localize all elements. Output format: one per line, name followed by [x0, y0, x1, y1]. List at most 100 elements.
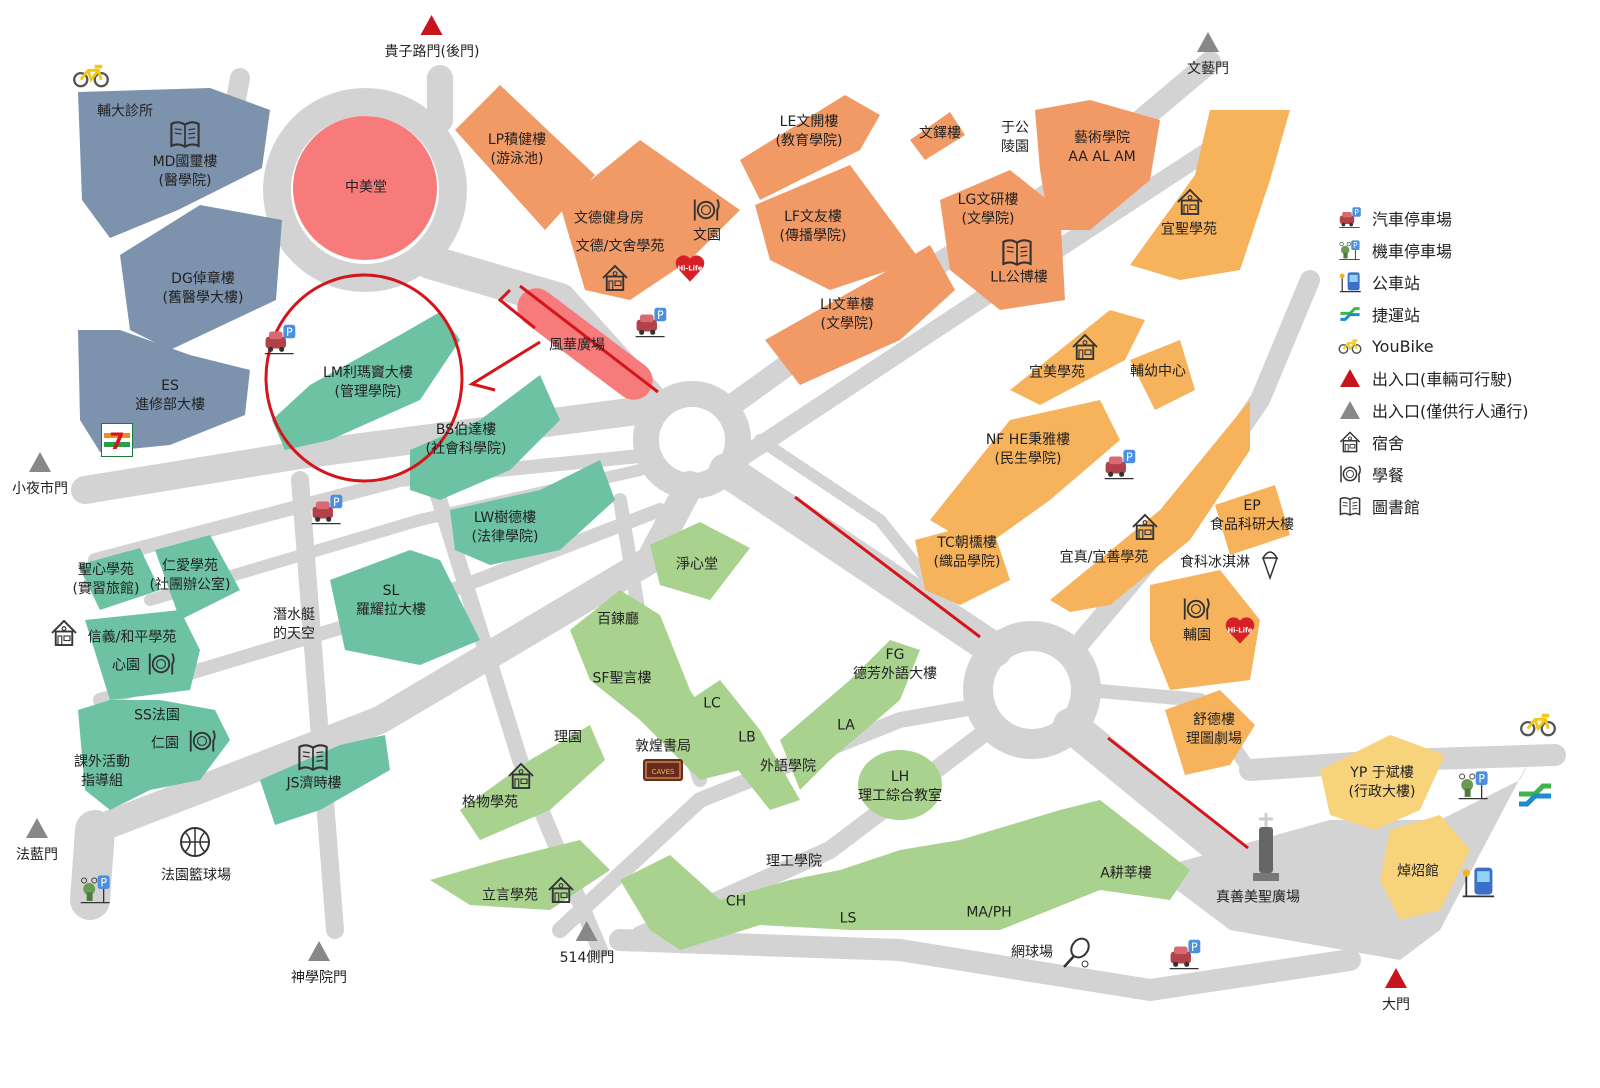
- gate-night-market[interactable]: 小夜市門: [12, 452, 68, 498]
- bus-stop-icon: [1338, 270, 1362, 294]
- label-lh[interactable]: LH 理工綜合教室: [858, 769, 942, 804]
- label-ice-cream[interactable]: 食科冰淇淋: [1180, 554, 1250, 571]
- label-jingxin[interactable]: 淨心堂: [676, 556, 718, 573]
- label-lc[interactable]: LC: [703, 695, 721, 712]
- label-shengxin[interactable]: 聖心學苑 (實習旅館): [72, 562, 140, 597]
- lm-building: [272, 312, 460, 450]
- label-gewu[interactable]: 格物學苑: [462, 794, 518, 811]
- dining-icon: [1181, 594, 1211, 624]
- red-triangle-icon: [1385, 968, 1407, 988]
- car-parking-icon[interactable]: [263, 323, 297, 357]
- label-chung-mei-hall[interactable]: 中美堂: [345, 179, 387, 196]
- seven-eleven-logo: 7: [101, 423, 133, 457]
- label-plaza[interactable]: 真善美聖廣場: [1216, 889, 1300, 906]
- label-wende-dorm[interactable]: 文德/文舍學苑: [575, 238, 665, 255]
- label-yu-cemetery[interactable]: 于公 陵園: [1001, 120, 1029, 155]
- label-yp[interactable]: YP 于斌樓 (行政大樓): [1348, 765, 1416, 800]
- gate-wenyi[interactable]: 文藝門: [1187, 32, 1229, 78]
- label-lp[interactable]: LP積健樓 (游泳池): [487, 132, 547, 167]
- science-building: [620, 800, 1190, 950]
- gate-falan[interactable]: 法藍門: [16, 818, 58, 864]
- label-ma-ph[interactable]: MA/PH: [966, 904, 1012, 921]
- label-liyan[interactable]: 立言學苑: [482, 887, 538, 904]
- legend-label: 機車停車場: [1372, 242, 1453, 261]
- label-es[interactable]: ES 進修部大樓: [135, 378, 205, 413]
- label-ch[interactable]: CH: [725, 893, 747, 910]
- car-parking-icon[interactable]: [310, 493, 344, 527]
- label-foreign-languages[interactable]: 外語學院: [760, 758, 816, 775]
- label-zhuozhao[interactable]: 焯炤館: [1397, 863, 1439, 880]
- label-xinyi[interactable]: 信義/和平學苑: [87, 629, 177, 646]
- label-caves-books[interactable]: 敦煌書局: [635, 738, 691, 755]
- scooter-parking-icon[interactable]: [1457, 768, 1491, 802]
- mrt-icon[interactable]: [1515, 780, 1555, 810]
- label-sl[interactable]: SL 羅耀拉大樓: [356, 583, 426, 618]
- label-lm[interactable]: LM利瑪竇大樓 (管理學院): [323, 365, 413, 400]
- label-basketball[interactable]: 法園籃球場: [161, 867, 231, 884]
- label-ep[interactable]: EP 食品科研大樓: [1210, 498, 1294, 533]
- label-arts[interactable]: 藝術學院 AA AL AM: [1068, 130, 1136, 165]
- label-yimei[interactable]: 宜美學苑: [1029, 364, 1085, 381]
- youbike-icon: [72, 61, 110, 89]
- label-ss[interactable]: SS法園: [134, 707, 180, 724]
- label-shude[interactable]: 舒德樓 理圖劇場: [1186, 712, 1242, 747]
- label-wenduo[interactable]: 文鐸樓: [919, 125, 961, 142]
- label-bs[interactable]: BS伯達樓 (社會科學院): [425, 422, 507, 457]
- label-yisheng[interactable]: 宜聖學苑: [1161, 221, 1217, 238]
- label-tennis[interactable]: 網球場: [1011, 944, 1053, 961]
- label-le[interactable]: LE文開樓 (教育學院): [775, 114, 843, 149]
- label-ren-yuan[interactable]: 仁園: [151, 735, 179, 752]
- label-lg[interactable]: LG文研樓 (文學院): [957, 192, 1019, 227]
- gate-guizi-road[interactable]: 貴子路門(後門): [385, 15, 479, 61]
- label-wen-yuan[interactable]: 文園: [693, 227, 721, 244]
- label-extracurricular[interactable]: 課外活動 指導組: [74, 754, 130, 789]
- gate-label: 大門: [1382, 997, 1410, 1013]
- bus-stop-icon[interactable]: [1460, 864, 1496, 900]
- sf-building: [570, 590, 740, 780]
- label-ls[interactable]: LS: [839, 910, 857, 927]
- label-fg[interactable]: FG 德芳外語大樓: [853, 647, 937, 682]
- label-fu-yuan[interactable]: 輔園: [1183, 627, 1211, 644]
- label-wende-gym[interactable]: 文德健身房: [574, 210, 644, 227]
- label-a-gengxin[interactable]: A耕莘樓: [1100, 865, 1152, 882]
- label-dg[interactable]: DG倬章樓 (舊醫學大樓): [162, 271, 244, 306]
- car-parking-icon[interactable]: [1168, 938, 1202, 972]
- label-js[interactable]: JS濟時樓: [286, 775, 342, 792]
- library-icon: [1000, 235, 1034, 269]
- label-submarine[interactable]: 潛水艇 的天空: [273, 607, 315, 642]
- label-la[interactable]: LA: [837, 717, 855, 734]
- yisheng-dorm: [1130, 110, 1290, 280]
- label-bailian[interactable]: 百鍊廳: [597, 611, 639, 628]
- ss-building: [78, 700, 230, 810]
- label-fenghua[interactable]: 風華廣場: [549, 337, 605, 354]
- label-nf-he[interactable]: NF HE秉雅樓 (民生學院): [985, 432, 1071, 467]
- label-xin-yuan[interactable]: 心園: [112, 657, 140, 674]
- label-fuyou[interactable]: 輔幼中心: [1130, 363, 1186, 380]
- lf-building: [755, 165, 920, 290]
- gate-514[interactable]: 514側門: [560, 921, 614, 967]
- wenduo-building: [910, 112, 965, 160]
- label-science[interactable]: 理工學院: [766, 853, 822, 870]
- dining-icon: [691, 195, 721, 225]
- car-parking-icon[interactable]: [1103, 448, 1137, 482]
- label-md[interactable]: MD國璽樓 (醫學院): [152, 154, 218, 189]
- label-lf[interactable]: LF文友樓 (傳播學院): [779, 209, 847, 244]
- label-sf[interactable]: SF聖言樓: [592, 670, 652, 687]
- dorm-icon: [506, 761, 536, 791]
- dining-icon: [187, 726, 217, 756]
- gate-theology[interactable]: 神學院門: [291, 941, 347, 987]
- label-li-yuan[interactable]: 理園: [554, 729, 582, 746]
- label-lw[interactable]: LW樹德樓 (法律學院): [471, 510, 539, 545]
- label-renai[interactable]: 仁愛學苑 (社團辦公室): [149, 558, 231, 593]
- label-tc[interactable]: TC朝櫄樓 (織品學院): [933, 535, 1001, 570]
- label-ll[interactable]: LL公博樓: [990, 269, 1048, 286]
- highlight-circle: [264, 273, 464, 483]
- label-clinic[interactable]: 輔大診所: [97, 103, 153, 120]
- label-lb[interactable]: LB: [738, 729, 756, 746]
- scooter-parking-icon[interactable]: [79, 872, 113, 906]
- gate-main[interactable]: 大門: [1382, 968, 1410, 1014]
- label-yizhen[interactable]: 宜真/宜善學苑: [1059, 549, 1149, 566]
- label-li[interactable]: LI文華樓 (文學院): [820, 297, 874, 332]
- car-parking-icon[interactable]: [634, 306, 668, 340]
